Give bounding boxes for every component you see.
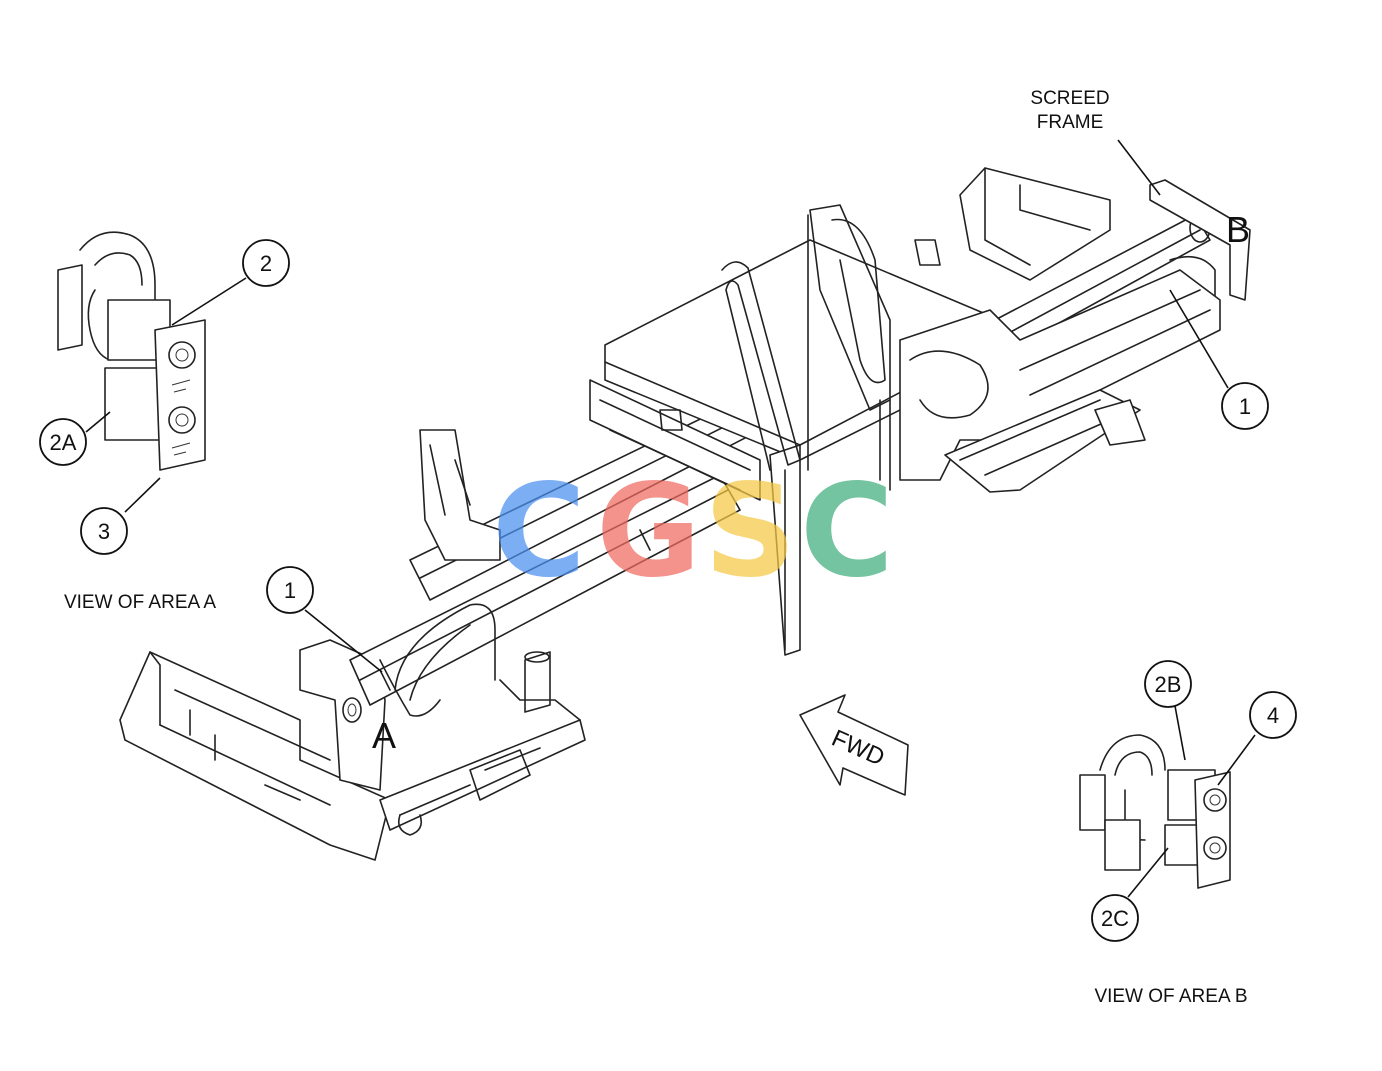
view-area-b-inset — [1079, 734, 1231, 889]
view-area-b-label: VIEW OF AREA B — [1094, 986, 1247, 1007]
screed-assembly-drawing — [119, 167, 1251, 861]
watermark-letter-g: G — [596, 457, 701, 606]
callout-2b: 2B — [1144, 660, 1192, 708]
callout-3: 3 — [80, 507, 128, 555]
callout-3-label: 3 — [98, 519, 110, 544]
callout-4-label: 4 — [1267, 703, 1279, 728]
view-area-a-label: VIEW OF AREA A — [64, 592, 216, 613]
callout-1-left-label: 1 — [284, 578, 296, 603]
forward-direction-arrow: FWD — [799, 694, 909, 796]
area-b-marker: B — [1226, 209, 1250, 250]
callout-1-right-label: 1 — [1239, 394, 1251, 419]
watermark-letter-c2: C — [800, 457, 894, 606]
watermark-letter-s: S — [704, 457, 796, 606]
callout-2: 2 — [242, 239, 290, 287]
view-area-a-inset — [57, 231, 206, 471]
callout-2-label: 2 — [260, 251, 272, 276]
area-a-marker: A — [372, 715, 396, 756]
callout-1-right: 1 — [1221, 382, 1269, 430]
screed-frame-label-line2: FRAME — [1037, 112, 1104, 133]
callout-2a-label: 2A — [50, 430, 77, 455]
callout-2c: 2C — [1091, 894, 1139, 942]
callout-2a: 2A — [39, 418, 87, 466]
leader-lines — [85, 139, 1256, 898]
callout-2b-label: 2B — [1155, 672, 1182, 697]
callout-2c-label: 2C — [1101, 906, 1129, 931]
cgsc-watermark-logo: C G S C — [492, 457, 894, 606]
screed-frame-label-line1: SCREED — [1030, 88, 1109, 109]
callout-4: 4 — [1249, 691, 1297, 739]
callout-1-left: 1 — [266, 566, 314, 614]
watermark-letter-c1: C — [492, 457, 586, 606]
